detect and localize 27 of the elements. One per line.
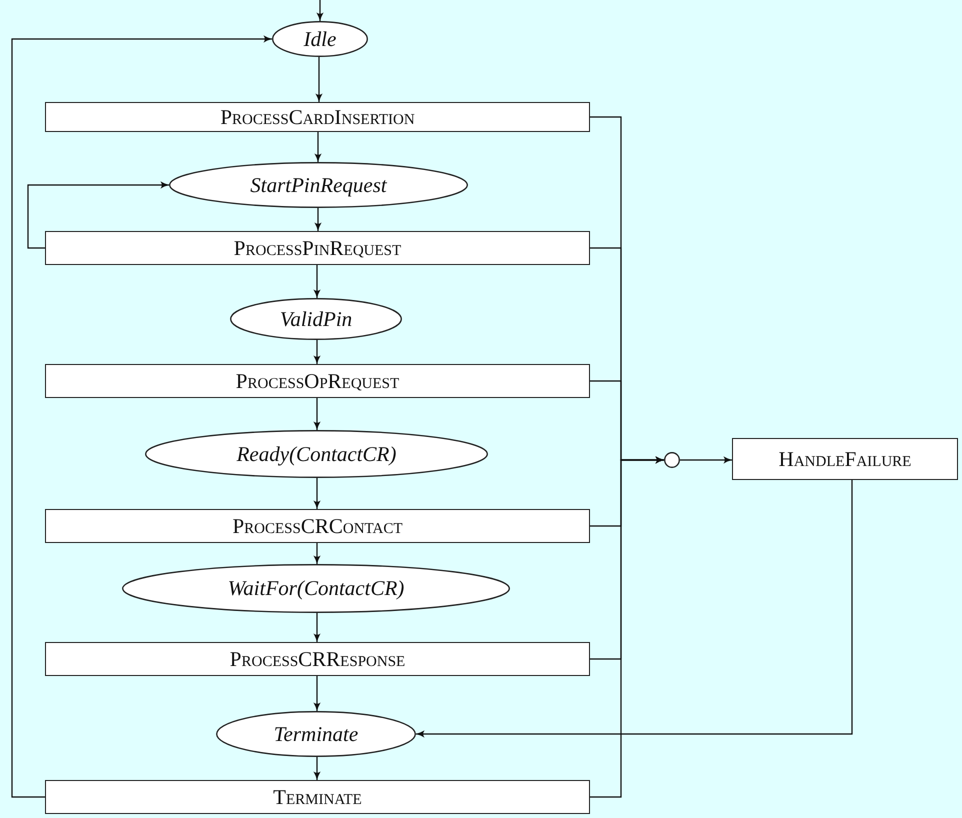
state-ellipse — [122, 564, 510, 613]
state-label: StartPinRequest — [250, 172, 387, 198]
process-box — [45, 364, 590, 398]
process-box — [45, 102, 590, 132]
process-label: HandleFailure — [778, 446, 912, 472]
state-ellipse — [145, 430, 488, 478]
process-box — [45, 780, 590, 814]
process-label: ProcessOpRequest — [236, 368, 400, 394]
state-label: Idle — [304, 26, 336, 52]
state-label: Terminate — [274, 722, 358, 746]
process-label: ProcessCRResponse — [230, 646, 406, 672]
process-label: ProcessCardInsertion — [220, 104, 415, 130]
process-box — [732, 438, 958, 480]
process-label: ProcessCRContact — [232, 514, 402, 538]
process-label: ProcessPinRequest — [234, 236, 402, 260]
state-label: ValidPin — [280, 306, 352, 332]
state-label: Ready(ContactCR) — [236, 442, 396, 466]
state-ellipse — [230, 298, 402, 340]
process-box — [45, 509, 590, 543]
process-box — [45, 642, 590, 676]
state-ellipse — [216, 711, 416, 757]
state-label: WaitFor(ContactCR) — [228, 576, 404, 601]
process-box — [45, 231, 590, 265]
state-ellipse — [272, 21, 368, 57]
junction-circle — [664, 452, 680, 468]
state-ellipse — [169, 162, 468, 208]
process-label: Terminate — [273, 784, 362, 810]
